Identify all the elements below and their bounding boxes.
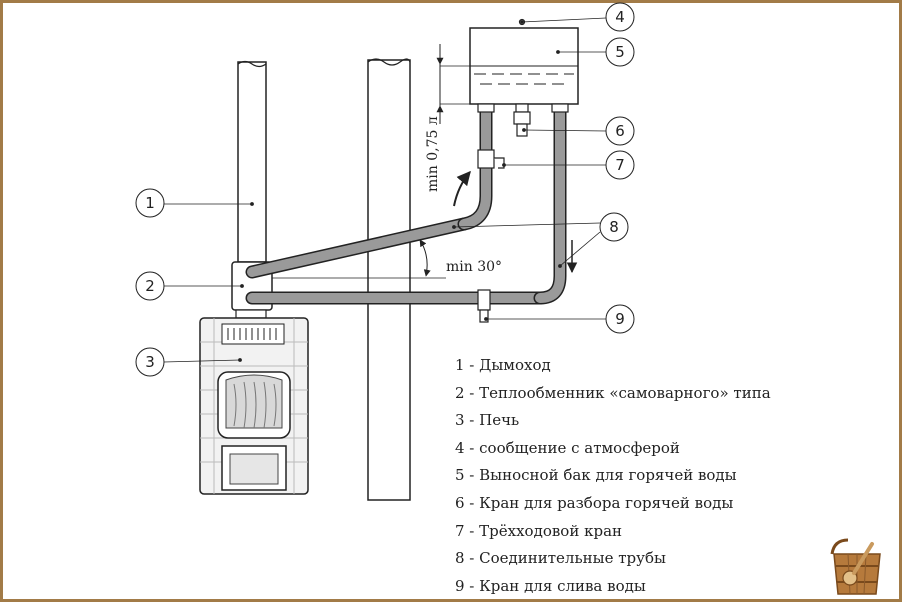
callout-1: 1 <box>135 188 165 218</box>
min-angle-dimension <box>272 239 446 279</box>
legend-item: 1 - Дымоход <box>455 356 551 374</box>
min-height-label: min 0,75 л <box>425 116 441 192</box>
legend-item: 6 - Кран для разбора горячей воды <box>455 493 734 512</box>
legend-item: 8 - Соединительные трубы <box>455 549 666 568</box>
svg-text:7: 7 <box>615 156 625 174</box>
svg-text:1: 1 <box>145 194 155 212</box>
chimney <box>237 60 267 263</box>
svg-text:9: 9 <box>615 310 625 328</box>
three-way-valve <box>477 149 505 169</box>
svg-text:3: 3 <box>145 353 155 371</box>
callouts: 1 2 3 4 5 6 7 8 9 <box>135 2 635 377</box>
legend-item: 2 - Теплообменник «самоварного» типа <box>455 383 771 402</box>
callout-leaders <box>163 17 607 363</box>
svg-text:2: 2 <box>145 277 155 295</box>
hot-water-tap <box>513 111 531 137</box>
callout-8: 8 <box>599 212 629 242</box>
svg-text:6: 6 <box>615 122 625 140</box>
legend-item: 9 - Кран для слива воды <box>455 576 646 595</box>
hot-water-tank <box>469 18 579 113</box>
bucket-icon <box>830 538 881 595</box>
legend-item: 7 - Трёхходовой кран <box>455 521 623 540</box>
legend: 1 - Дымоход 2 - Теплообменник «самоварно… <box>455 352 771 600</box>
callout-7: 7 <box>605 150 635 180</box>
connecting-pipes <box>245 101 567 305</box>
legend-item: 5 - Выносной бак для горячей воды <box>455 466 737 485</box>
min-height-dimension <box>436 44 470 124</box>
min-angle-label: min 30° <box>446 259 502 275</box>
svg-text:5: 5 <box>615 43 625 61</box>
callout-6: 6 <box>605 116 635 146</box>
drain-valve <box>477 289 491 323</box>
legend-item: 4 - сообщение с атмосферой <box>455 438 680 457</box>
callout-9: 9 <box>605 304 635 334</box>
wall <box>367 58 411 501</box>
callout-3: 3 <box>135 347 165 377</box>
svg-text:8: 8 <box>609 218 619 236</box>
svg-text:4: 4 <box>615 8 625 26</box>
stove <box>199 317 309 495</box>
callout-2: 2 <box>135 271 165 301</box>
callout-5: 5 <box>605 37 635 67</box>
callout-4: 4 <box>605 2 635 32</box>
legend-item: 3 - Печь <box>455 411 520 430</box>
